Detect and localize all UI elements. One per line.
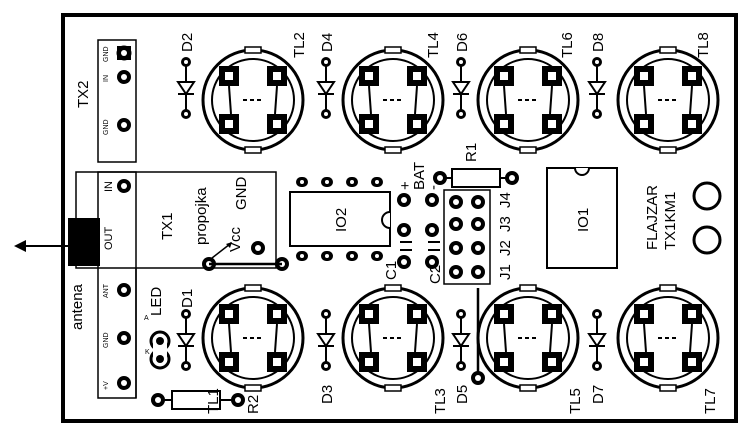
mounting-hole [692,225,722,255]
tx1-pin-label: ANT [103,283,110,298]
tl6-label: TL6 [559,32,576,58]
io2-label: IO2 [333,208,350,232]
tx1-pin-label: +V [103,381,110,390]
tl5-label: TL5 [567,388,584,414]
d5-label: D5 [454,385,471,404]
tx2-label: TX2 [75,80,92,108]
d8-label: D8 [590,33,607,52]
bat-label: BAT [411,162,428,190]
r1-label: R1 [463,143,480,162]
ic-io2: IO2 [289,177,391,261]
tl4-label: TL4 [425,32,442,58]
d7-label: D7 [590,385,607,404]
tl1-label: TL1 [205,388,222,414]
d4-label: D4 [319,33,336,52]
antenna-connector: antena [14,218,100,330]
model-label: TX1KM1 [662,192,679,250]
antena-label: antena [69,283,86,330]
r2-label: R2 [245,395,262,414]
out-label: OUT [103,227,115,251]
j3-label: J3 [497,216,514,232]
mounting-hole [692,181,722,211]
battery-terminals: + BAT - [397,162,442,207]
tx1-pin-label: GND [103,332,110,348]
led-cathode-label: K [145,349,150,356]
tl7-label: TL7 [702,388,719,414]
j4-label: J4 [497,192,514,208]
d6-label: D6 [454,33,471,52]
led: LED A K [144,287,171,370]
tx2-module: GND IN GND TX2 [75,39,137,163]
vcc-label: Vcc [227,226,244,252]
flajzar-label: FLAJZAR [644,185,661,250]
resistor-r2: R2 [151,390,262,414]
j1-label: J1 [497,264,514,280]
propojka-label: propojka [193,187,210,245]
gnd-label: GND [233,177,250,211]
jumper-block: J1 J2 J3 J4 [443,189,514,285]
in-label: IN [103,181,115,192]
capacitor-c2: C2 [425,223,444,284]
tl2-label: TL2 [291,32,308,58]
tx2-pin-label: GND [103,119,110,135]
tx1-label: TX1 [159,212,176,240]
bat-minus-label: - [425,185,442,190]
tl3-label: TL3 [432,388,449,414]
ic-io1: IO1 [546,167,618,269]
resistor-r1: R1 [433,143,519,188]
d3-label: D3 [319,385,336,404]
capacitor-c1: C1 [383,223,412,280]
d1-label: D1 [179,289,196,308]
led-label: LED [148,287,165,316]
d2-label: D2 [179,33,196,52]
tx1-module: IN OUT ANT GND +V TX1 GND propojka Vcc [75,171,289,399]
tl8-label: TL8 [695,32,712,58]
io1-label: IO1 [575,208,592,232]
bat-plus-label: + [397,181,414,190]
c1-label: C1 [383,261,400,280]
led-anode-label: A [144,315,149,322]
tx2-pin-label: GND [103,46,110,62]
j2-label: J2 [497,240,514,256]
c2-label: C2 [427,265,444,284]
tx2-pin-label: IN [103,75,110,82]
